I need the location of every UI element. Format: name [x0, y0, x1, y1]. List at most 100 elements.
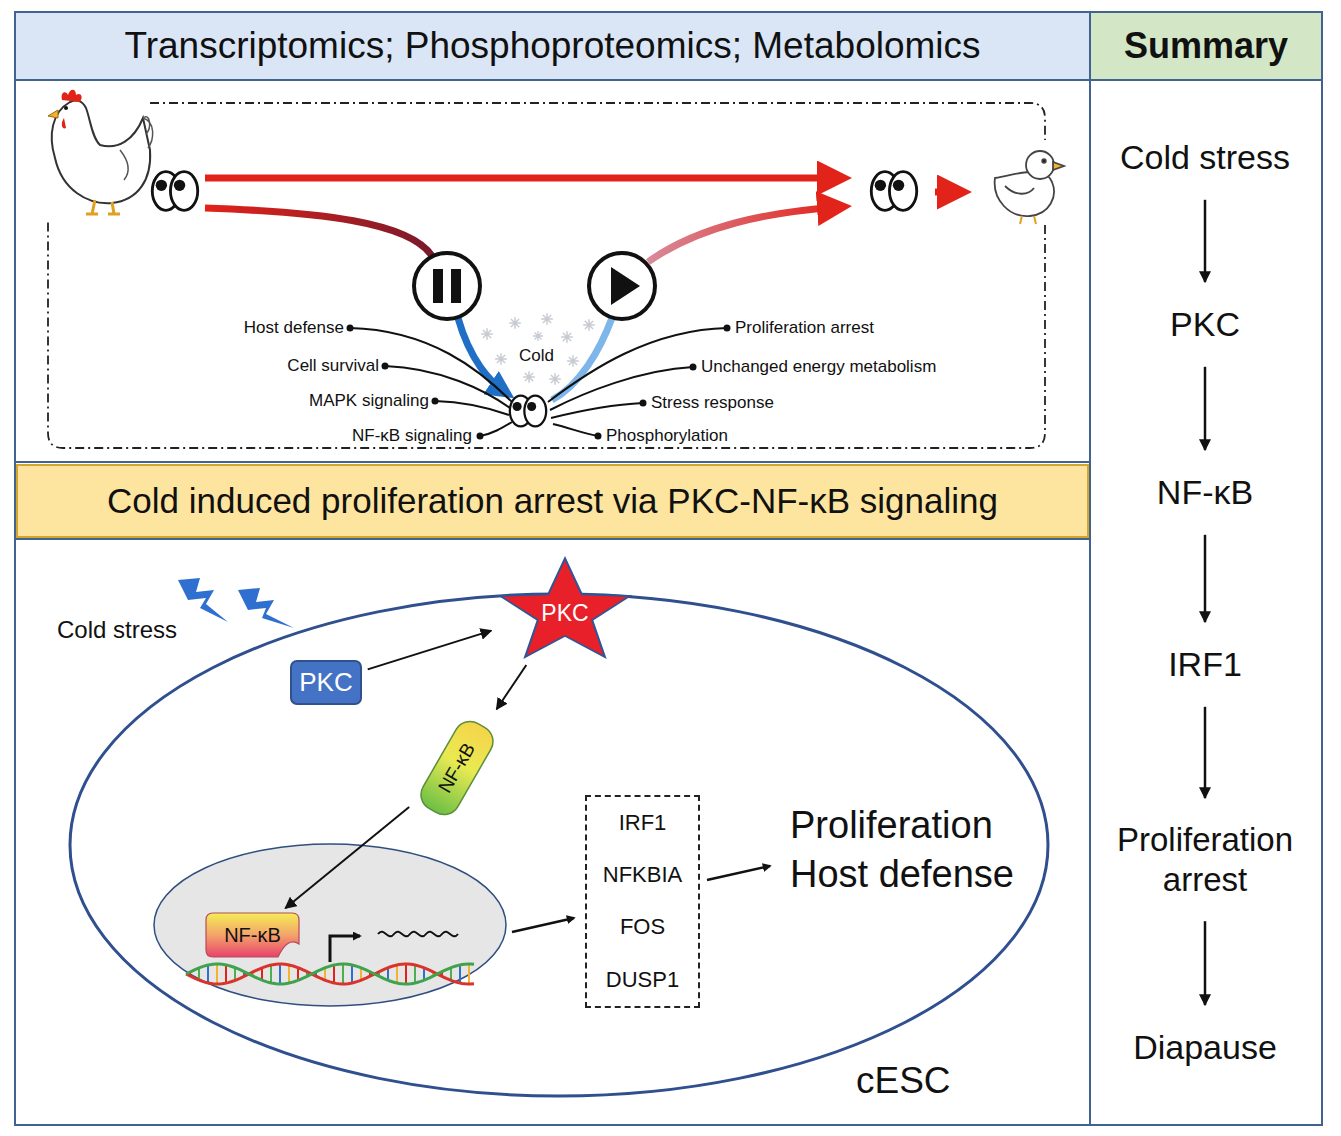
drawing-part	[238, 588, 294, 628]
drawing-part	[62, 118, 66, 128]
play-symbol	[589, 253, 655, 319]
annotation-label: Cell survival	[287, 356, 379, 376]
kinase-box: PKC	[290, 660, 362, 705]
dna-rung	[225, 965, 227, 983]
drawing-part	[567, 355, 579, 367]
embryo-icon	[510, 396, 546, 427]
flow-arrow	[285, 807, 409, 908]
dna-rung	[216, 964, 218, 984]
hen-illustration	[48, 90, 153, 214]
summary-step-text: Diapause	[1093, 1027, 1317, 1068]
dna-rung	[396, 965, 398, 983]
dna-rung	[270, 965, 272, 983]
active-kinase-star: PKC	[497, 555, 633, 660]
drawing-part	[62, 90, 82, 102]
dna-helix	[186, 964, 474, 984]
embryo-icon	[152, 172, 197, 211]
pill-outline	[415, 716, 499, 821]
drawing-part	[583, 319, 595, 331]
drawing-part	[15, 538, 1090, 540]
flow-arrow	[1204, 200, 1207, 282]
drawing-part	[553, 424, 598, 436]
annotation-label: Phosphorylation	[606, 426, 728, 446]
summary-header: Summary	[1091, 13, 1321, 79]
summary-step: Cold stress	[1093, 137, 1317, 178]
annotation-label: Proliferation arrest	[735, 318, 874, 338]
dna-rung	[234, 968, 236, 981]
development-arrows	[205, 178, 958, 400]
target-gene-box-text: NFKBIA	[603, 862, 682, 888]
target-gene-box-text: FOS	[620, 914, 665, 940]
bound-transcription-factor-text: NF-κB	[224, 923, 281, 947]
summary-step: IRF1	[1093, 644, 1317, 685]
drawing-part	[533, 331, 543, 341]
flow-arrow	[1204, 367, 1207, 450]
summary-step-text: PKC	[1093, 304, 1317, 345]
drawing-part	[1089, 12, 1091, 1125]
snowflakes	[481, 313, 595, 385]
drawing-part	[648, 207, 838, 262]
dna-rung	[342, 964, 344, 984]
flow-arrow	[1204, 921, 1207, 1005]
dna-rung	[459, 965, 461, 983]
drawing-part	[549, 373, 561, 385]
flow-arrow	[1204, 707, 1207, 798]
drawing-part	[541, 313, 553, 325]
drawing-part	[205, 208, 432, 256]
leader-lines	[350, 328, 727, 436]
summary-step-text: IRF1	[1093, 644, 1317, 685]
flow-arrow	[1204, 535, 1207, 622]
annotation-label: Unchanged energy metabolism	[701, 357, 936, 377]
embryo-icon	[871, 172, 916, 211]
drawing-part	[433, 269, 443, 303]
lifecycle-outline	[48, 103, 1045, 448]
drawing-part	[15, 12, 1322, 1125]
drawing-part	[561, 331, 573, 343]
drawing-part	[480, 422, 512, 436]
chick-illustration	[995, 151, 1064, 224]
dna-rung	[288, 965, 290, 983]
drawing-part	[1042, 159, 1046, 163]
drawing-part	[15, 79, 1322, 81]
summary-step: PKC	[1093, 304, 1317, 345]
dna-rung	[405, 964, 407, 984]
dna-rung	[414, 965, 416, 983]
drawing-part	[1026, 151, 1054, 179]
drawing-part	[120, 150, 128, 180]
cell-membrane-text: cESC	[856, 1059, 951, 1103]
drawing-part	[523, 371, 535, 383]
summary-step-text: NF-κB	[1093, 472, 1317, 513]
drawing-part	[451, 269, 461, 303]
annotation-label: Proliferation	[790, 803, 993, 849]
drawing-part	[509, 317, 521, 329]
summary-step: NF-κB	[1093, 472, 1317, 513]
drawing-part	[935, 189, 958, 196]
drawing-part	[595, 433, 602, 440]
lightning-symbol	[178, 578, 294, 628]
drawing-part	[347, 325, 354, 332]
summary-header-text: Summary	[1124, 24, 1288, 67]
drawing-part	[435, 401, 509, 415]
dna-rung	[468, 964, 470, 984]
target-gene-box-text: DUSP1	[606, 967, 679, 993]
drawing-part	[589, 253, 655, 319]
drawing-part	[378, 932, 458, 937]
drawing-part	[611, 267, 640, 305]
header-band-text: Transcriptomics; Phosphoproteomics; Meta…	[124, 24, 980, 68]
drawing-part	[477, 433, 484, 440]
drawing-part	[1053, 162, 1064, 170]
flow-arrow	[368, 631, 492, 670]
summary-step: Proliferation arrest	[1093, 820, 1317, 899]
drawing-part	[690, 364, 697, 371]
annotation-label: NF-κB signaling	[352, 426, 472, 446]
drawing-part	[707, 866, 770, 880]
drawing-part	[15, 461, 1090, 463]
drawing-part	[481, 328, 493, 340]
transcription-arrow	[330, 932, 458, 962]
dna-rung	[207, 965, 209, 983]
drawing-part	[551, 403, 643, 418]
summary-step-text: Proliferation arrest	[1093, 820, 1317, 899]
drawing-part	[330, 936, 360, 962]
section-band: Cold induced proliferation arrest via PK…	[16, 464, 1089, 538]
drawing-part	[205, 175, 838, 182]
